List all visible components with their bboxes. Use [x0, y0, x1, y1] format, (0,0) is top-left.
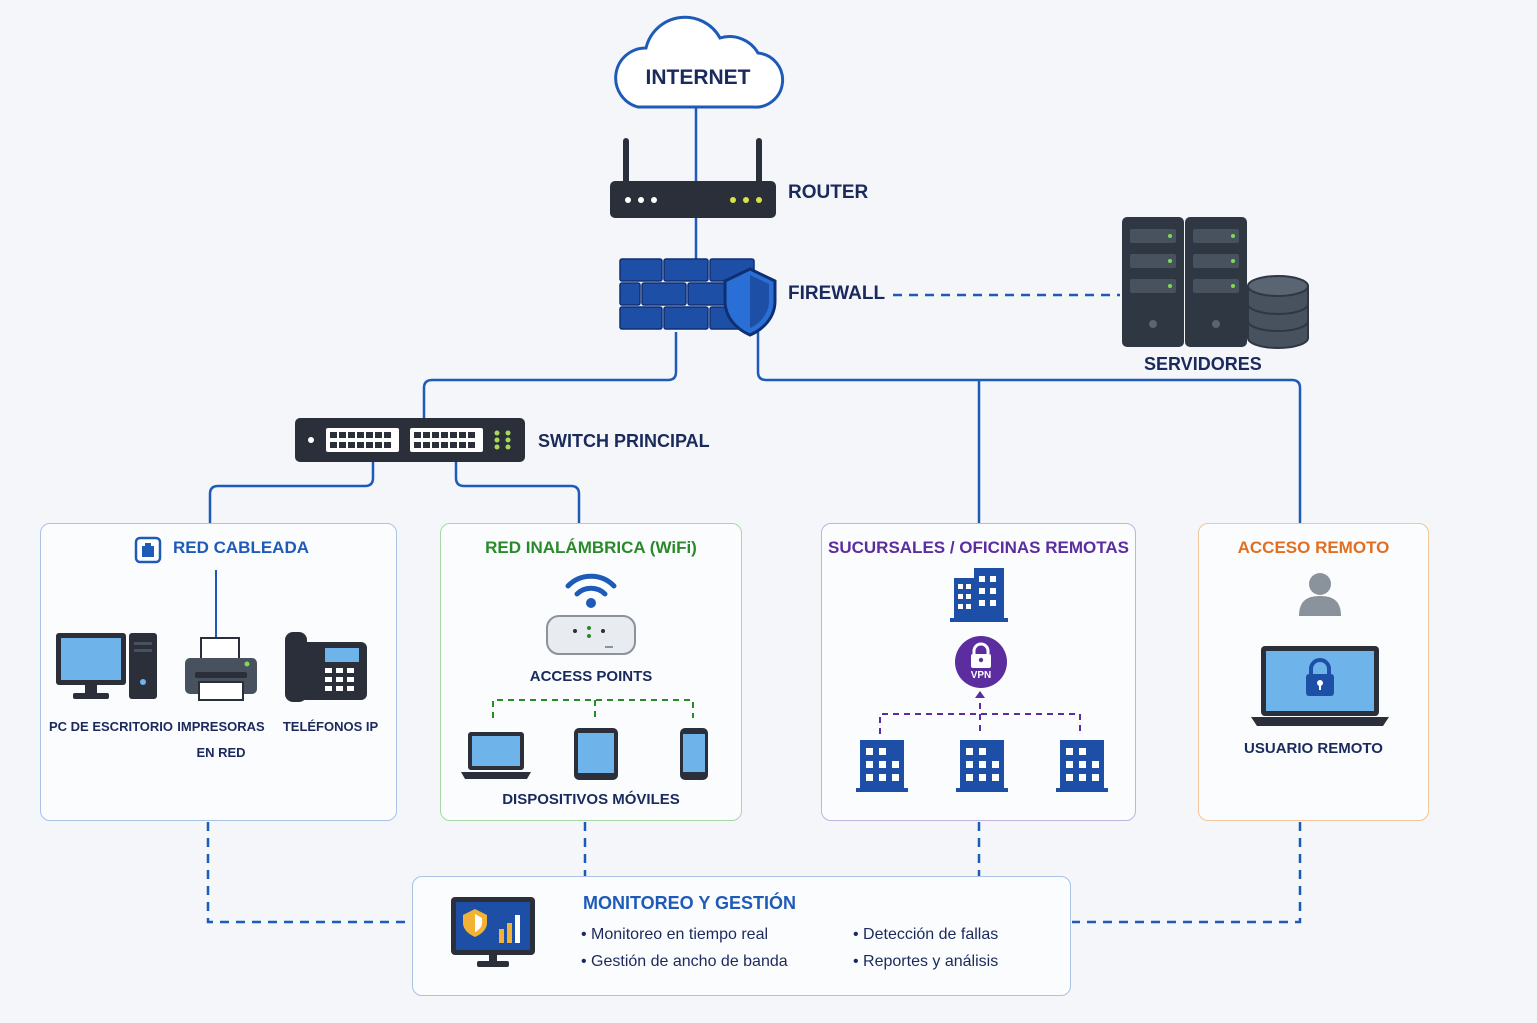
monitoring-item: • Gestión de ancho de banda: [581, 953, 788, 970]
remote-user-label: USUARIO REMOTO: [1244, 740, 1383, 757]
wireless-title: RED INALÁMBRICA (WiFi): [485, 538, 697, 557]
vpn-lock-icon: [955, 636, 1007, 688]
branches-title: SUCURSALES / OFICINAS REMOTAS: [828, 538, 1129, 557]
access-points-label: ACCESS POINTS: [529, 668, 653, 685]
desktop-pc-icon: [56, 633, 157, 699]
vpn-dashed-links: [879, 691, 1081, 734]
ethernet-port-icon: [134, 536, 162, 564]
branch-building-icon-1: [856, 740, 908, 792]
monitoring-item: • Monitoreo en tiempo real: [581, 926, 769, 943]
wired-title: RED CABLEADA: [173, 538, 309, 557]
cloud-icon: [614, 15, 785, 109]
monitoring-screen-icon: [451, 897, 535, 967]
smartphone-icon: [680, 728, 708, 780]
monitoring-item: • Reportes y análisis: [853, 953, 999, 970]
headquarters-building-icon: [950, 568, 1008, 622]
wired-network-panel: RED CABLEADA PC DE ESCRITORIO IMPRESORAS…: [40, 523, 397, 821]
branch-offices-panel: SUCURSALES / OFICINAS REMOTAS VPN: [821, 523, 1136, 821]
user-icon: [1299, 573, 1341, 616]
phones-label: TELÉFONOS IP: [282, 719, 379, 734]
laptop-icon: [461, 732, 531, 779]
pc-label: PC DE ESCRITORIO: [49, 719, 174, 734]
firewall-label: FIREWALL: [788, 283, 886, 304]
branch-building-icon-3: [1056, 740, 1108, 792]
firewall-icon: [619, 258, 777, 337]
remote-access-panel: ACCESO REMOTO USUARIO REMOTO: [1198, 523, 1429, 821]
router-icon: [610, 138, 776, 218]
printer-icon: [185, 637, 257, 701]
wifi-icon: [565, 573, 617, 608]
secure-laptop-icon: [1251, 646, 1389, 726]
mon-link-remote: [1072, 822, 1302, 924]
ip-phone-icon: [285, 632, 367, 702]
router-label: ROUTER: [788, 182, 869, 203]
switch-label: SWITCH PRINCIPAL: [538, 431, 710, 451]
monitoring-panel: MONITOREO Y GESTIÓN • Monitoreo en tiemp…: [412, 876, 1071, 996]
remote-title: ACCESO REMOTO: [1237, 538, 1390, 557]
monitoring-title: MONITOREO Y GESTIÓN: [583, 893, 797, 913]
link-switch-wireless: [454, 460, 581, 523]
mobile-devices-label: DISPOSITIVOS MÓVILES: [502, 791, 680, 808]
vpn-label: VPN: [970, 670, 992, 681]
wifi-dashed-links: [492, 699, 694, 718]
monitoring-item: • Detección de fallas: [853, 926, 999, 943]
printers-label-2: EN RED: [196, 745, 246, 760]
wireless-network-panel: RED INALÁMBRICA (WiFi) ACCESS POINTS: [440, 523, 742, 821]
access-point-icon: [546, 615, 636, 655]
tablet-icon: [574, 728, 618, 780]
servers-label: SERVIDORES: [1144, 354, 1262, 374]
wired-drop-line: [215, 570, 217, 638]
link-firewall-branches: [756, 332, 1302, 523]
link-firewall-switch: [422, 332, 678, 420]
servers-icon: [1122, 217, 1309, 349]
mon-link-wired: [206, 822, 412, 924]
branch-building-icon-2: [956, 740, 1008, 792]
internet-label: INTERNET: [645, 66, 751, 89]
link-switch-wired: [208, 460, 375, 523]
printers-label-1: IMPRESORAS: [177, 719, 265, 734]
switch-icon: [295, 418, 525, 462]
